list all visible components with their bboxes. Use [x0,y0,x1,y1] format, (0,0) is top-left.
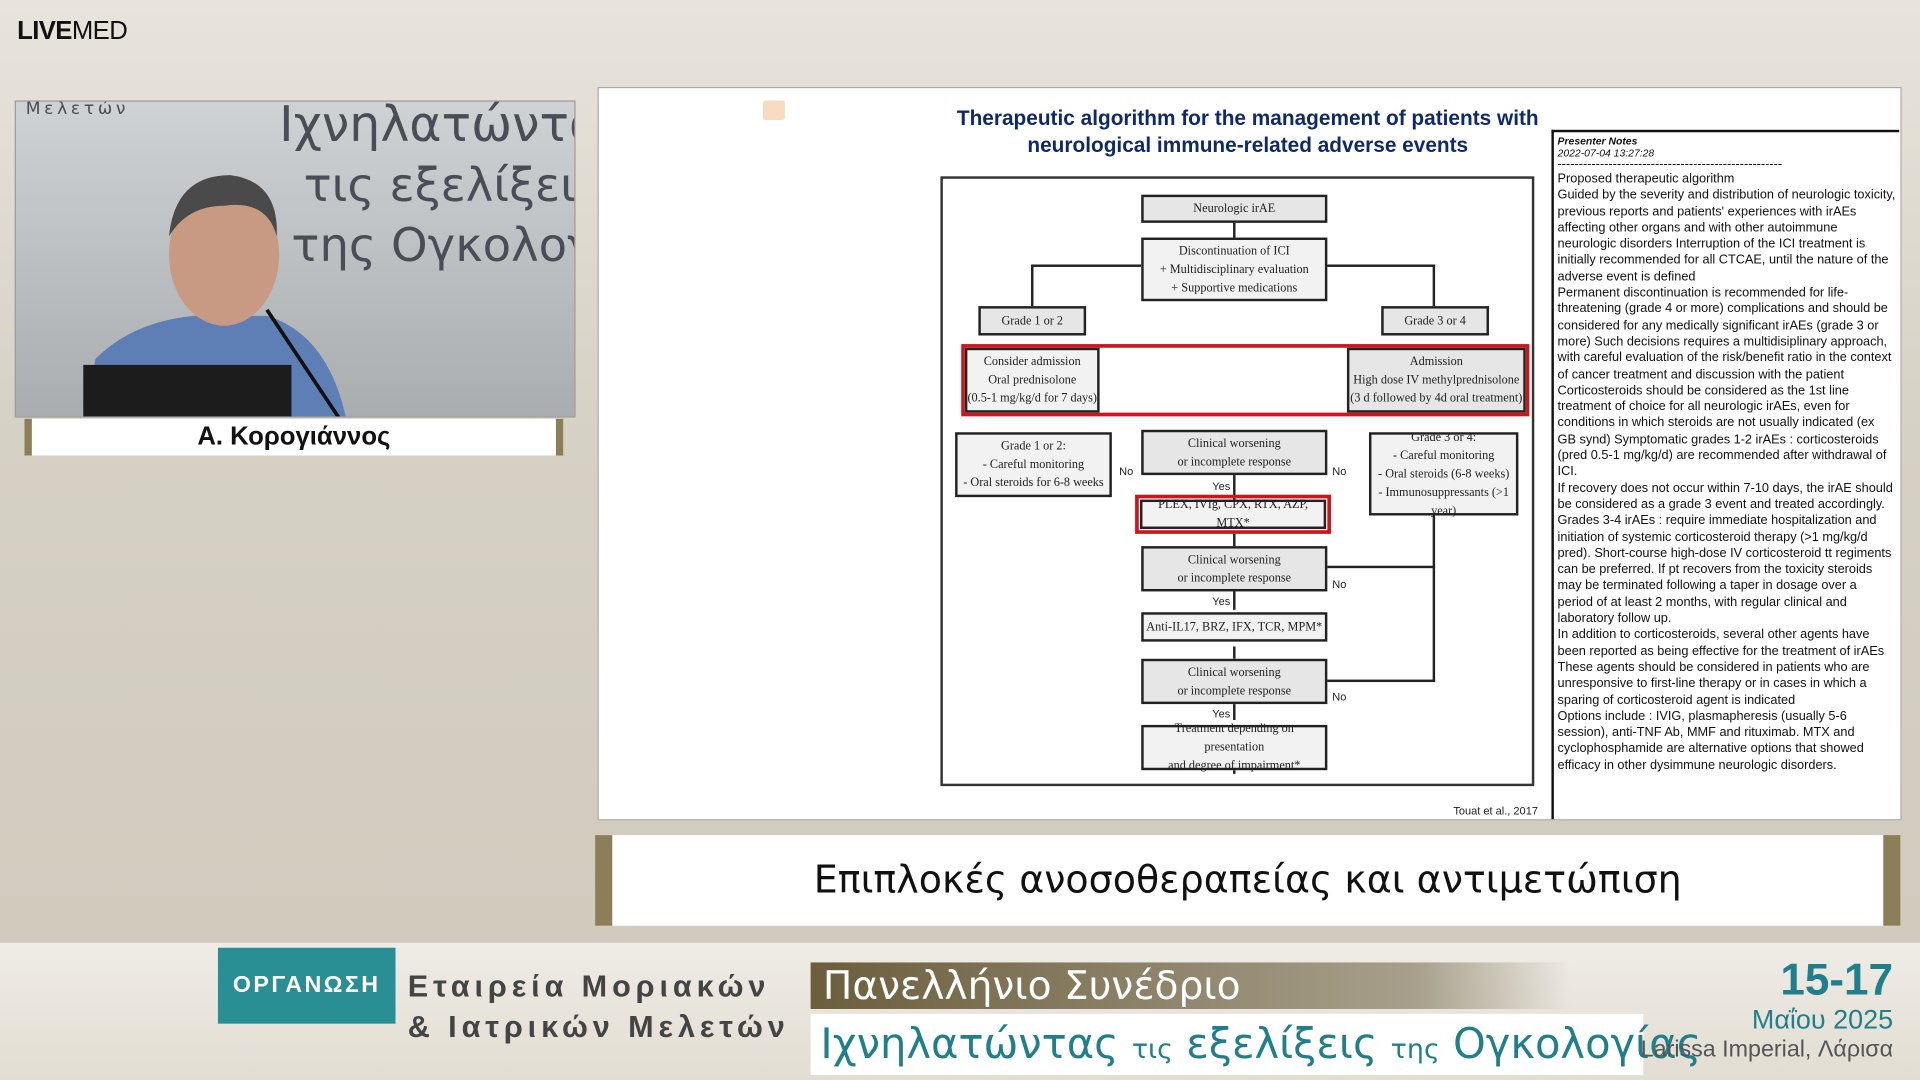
therapeutic-algorithm-flowchart: Neurologic irAE Discontinuation of ICI+ … [940,176,1535,787]
connector-line [1233,533,1236,549]
society-name: Εταιρεία Μοριακών& Ιατρικών Μελετών [407,969,790,1045]
session-topic: Επιπλοκές ανοσοθεραπείας και αντιμετώπισ… [595,835,1901,926]
connector-line [1233,472,1236,500]
label-no: No [1332,465,1347,478]
highlight-second-line [1135,494,1332,534]
connector-line [1233,580,1236,610]
citation: Touat et al., 2017 [1453,804,1538,817]
connector-line [1324,565,1436,569]
conference-tagline: Ιχνηλατώντας τις εξελίξεις της Ογκολογία… [810,1013,1701,1076]
connector-line [1324,679,1436,683]
speaker-camera: Μελετών Ιχνηλατώντας τις εξελίξεις της Ο… [14,100,576,418]
presenter-notes: Presenter Notes 2022-07-04 13:27:28 ----… [1551,129,1900,820]
comment-icon[interactable] [762,100,785,121]
flow-grade34: Grade 3 or 4 [1381,306,1489,336]
connector-line [1324,264,1436,267]
connector-line [1233,646,1236,659]
label-yes: Yes [1212,595,1231,608]
conference-date: 15-17 Μαΐου 2025 Larissa Imperial, Λάρισ… [1640,953,1894,1063]
notes-header: Presenter Notes [1557,134,1638,147]
connector-line [1031,264,1142,267]
connector-line [1432,515,1436,683]
label-no: No [1332,690,1347,703]
conference-name: Πανελλήνιο Συνέδριο [810,962,1570,1009]
highlight-first-line [961,344,1530,417]
flow-discontinue: Discontinuation of ICI+ Multidisciplinar… [1141,237,1328,302]
notes-timestamp: 2022-07-04 13:27:28 [1557,146,1655,160]
flow-g12-management: Grade 1 or 2:- Careful monitoring- Oral … [955,432,1112,498]
notes-separator: ----------------------------------------… [1557,159,1783,172]
backdrop-text: της Ογκολογίας [291,217,574,272]
presentation-slide: Therapeutic algorithm for the management… [597,86,1902,821]
backdrop-text: τις εξελίξεις [303,157,576,212]
flow-start: Neurologic irAE [1141,194,1328,223]
backdrop-text: Μελετών [25,100,130,119]
label-yes: Yes [1212,707,1231,721]
speaker-name: Α. Κορογιάννος [24,418,564,456]
speaker-figure [83,175,346,417]
connector-line [1233,220,1236,238]
livemed-logo: LIVEMED [17,17,128,46]
label-no: No [1332,577,1347,591]
label-yes: Yes [1212,480,1231,493]
slide-title: Therapeutic algorithm for the management… [956,106,1539,157]
backdrop-text: Ιχνηλατώντας [279,100,574,154]
label-no: No [1119,465,1134,478]
flow-second-line: PLEX, IVIg, CPX, RTX, AZP, MTX* [1140,498,1327,530]
flow-third-line: Anti-IL17, BRZ, IFX, TCR, MPM* [1141,612,1328,642]
connector-line [1432,264,1436,307]
footer-banner: ΟΡΓΑΝΩΣΗ Εταιρεία Μοριακών& Ιατρικών Μελ… [0,942,1920,1080]
connector-line [1233,690,1236,721]
connector-line [1031,264,1034,307]
notes-body: Proposed therapeutic algorithm Guided by… [1557,172,1896,773]
flow-grade12: Grade 1 or 2 [978,306,1087,336]
flow-g34-management: Grade 3 or 4:- Careful monitoring- Oral … [1368,430,1519,517]
organizer-label: ΟΡΓΑΝΩΣΗ [217,947,396,1024]
